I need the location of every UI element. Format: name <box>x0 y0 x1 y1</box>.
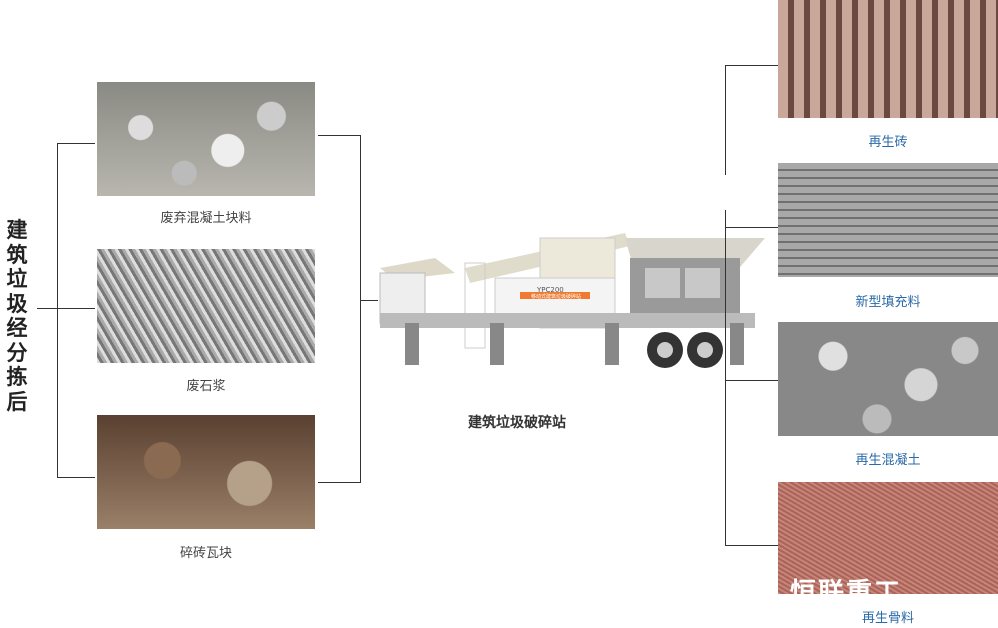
machine-model: YPC200 <box>537 286 564 294</box>
broken-bricks-image <box>97 415 315 529</box>
crushing-station-machine <box>379 233 765 368</box>
filler-board-image <box>778 163 998 277</box>
connector-line <box>725 65 778 66</box>
output-caption: 再生砖 <box>868 135 908 150</box>
input-caption: 废石浆 <box>186 379 226 394</box>
connector-line <box>57 308 95 309</box>
station-caption: 建筑垃圾破碎站 <box>468 415 566 431</box>
connector-line <box>725 65 726 545</box>
connector-line <box>725 227 778 228</box>
concrete-blocks-image <box>97 82 315 196</box>
output-caption: 再生骨料 <box>861 611 914 626</box>
connector-line <box>360 300 378 301</box>
waste-slurry-image <box>97 249 315 363</box>
connector-line <box>57 143 95 144</box>
recycled-aggregate-image <box>778 482 998 594</box>
connector-line <box>360 135 361 483</box>
connector-line <box>318 135 360 136</box>
input-caption: 废弃混凝土块料 <box>160 211 252 226</box>
output-caption: 新型填充料 <box>855 295 921 310</box>
connector-line <box>725 545 778 546</box>
input-caption: 碎砖瓦块 <box>179 546 232 561</box>
connector-line <box>37 308 57 309</box>
watermark-logo: 恒联重工 <box>790 578 903 608</box>
recycled-brick-image <box>778 0 998 118</box>
connector-line <box>57 143 58 478</box>
page-title: 建筑垃圾经分拣后 <box>6 218 28 414</box>
connector-line <box>725 380 778 381</box>
output-caption: 再生混凝土 <box>855 453 921 468</box>
connector-line <box>318 482 360 483</box>
machine-banner: 移动式建筑垃圾破碎站 <box>530 294 581 300</box>
connector-line <box>57 477 95 478</box>
recycled-concrete-image <box>778 322 998 436</box>
